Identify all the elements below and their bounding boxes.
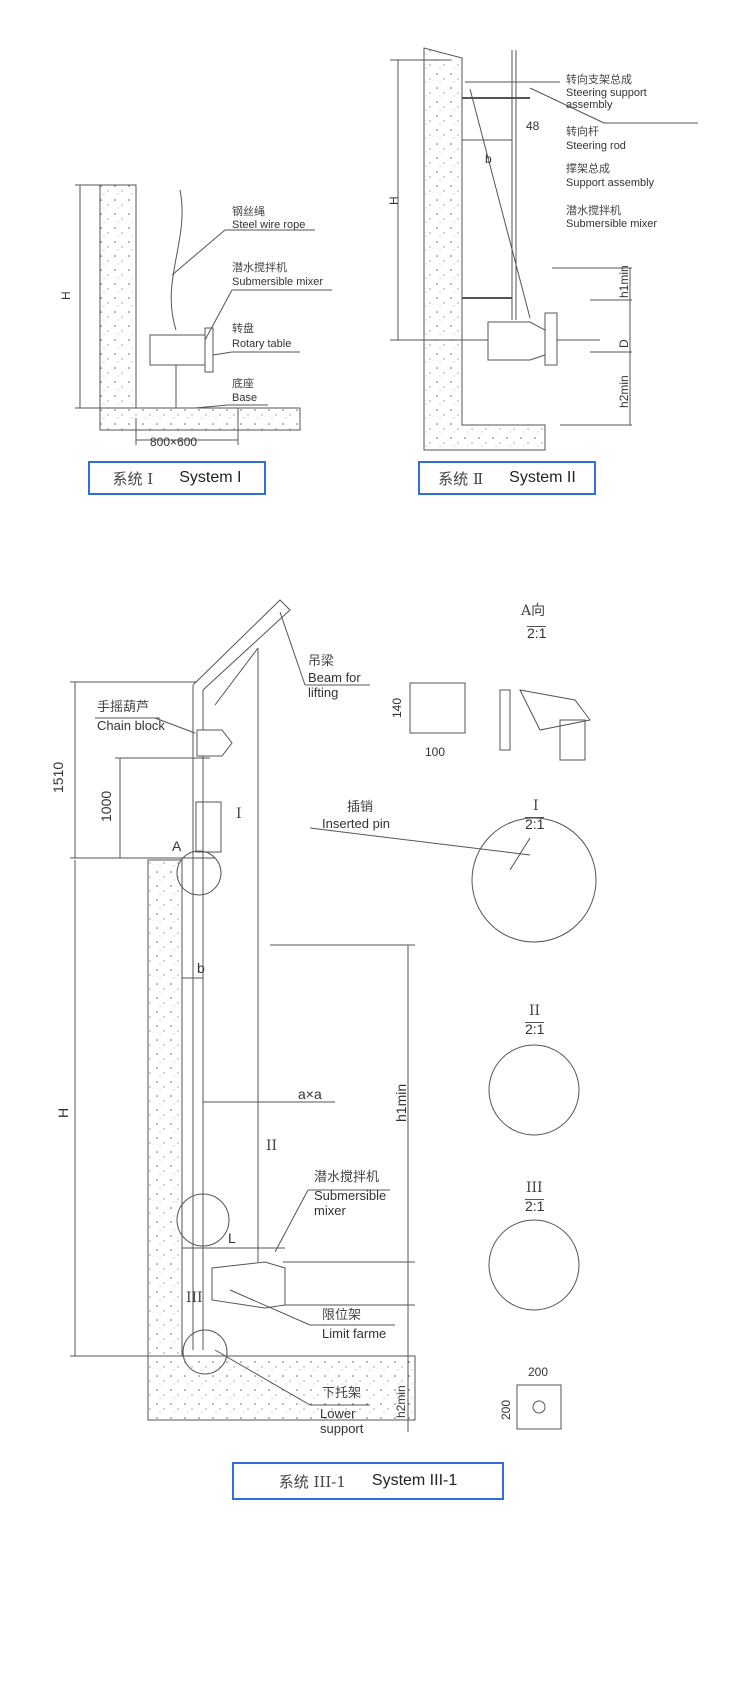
detail-ii-title: II [529, 1003, 541, 1019]
label-rotary-table-cn: 转盘 [232, 322, 254, 335]
marker-ii: II [266, 1138, 278, 1154]
dim-h1min: h1min [617, 265, 631, 298]
dim-h2min: h2min [617, 375, 631, 408]
marker-iii: III [186, 1290, 203, 1306]
label-steering-rod: Steering rod [566, 140, 626, 152]
detail-a-scale: 2:1 [527, 625, 547, 641]
label-beam-2: lifting [308, 685, 339, 700]
label-lower-support: Lower [320, 1406, 356, 1421]
dim-b: b [485, 152, 492, 166]
label-steering-support: Steering support [566, 87, 647, 99]
dim-axa: a×a [298, 1086, 322, 1102]
label-mixer-cn: 潜水搅拌机 [232, 261, 287, 274]
label-chain-block: Chain block [97, 718, 165, 733]
dim-h: H [387, 196, 401, 205]
label-mixer3: Submersible [314, 1188, 387, 1203]
system1-drawing [75, 184, 332, 445]
label-steel-wire-rope-cn: 钢丝绳 [232, 205, 265, 218]
label-steering-support-2: assembly [566, 99, 613, 111]
caption-system-1: 系统 Ⅰ System I [88, 461, 266, 495]
label-beam: Beam for [308, 670, 361, 685]
dim-d: D [617, 339, 631, 348]
detail-dim-200-w: 200 [528, 1365, 549, 1379]
dim-h: H [59, 291, 73, 300]
detail-a-dim-140: 140 [390, 697, 404, 718]
dim-b: b [197, 960, 205, 976]
caption-en: System I [179, 469, 242, 486]
caption-cn: 系统 Ⅰ [112, 469, 154, 488]
detail-dim-200-h: 200 [499, 1399, 513, 1420]
caption-system-3: 系统 III-1 System III-1 [232, 1462, 504, 1500]
label-support-assembly: Support assembly [566, 177, 655, 189]
dim-1000: 1000 [98, 790, 114, 822]
dim-l: L [228, 1230, 236, 1246]
label-base: Base [232, 392, 258, 404]
label-base-cn: 底座 [232, 377, 254, 390]
label-lower-support-2: support [320, 1421, 364, 1436]
label-chain-block-cn: 手摇葫芦 [97, 700, 150, 715]
caption-en: System II [509, 469, 576, 486]
detail-a-dim-100: 100 [425, 745, 446, 759]
label-mixer3-2: mixer [314, 1203, 346, 1218]
detail-iii-title: III [526, 1180, 543, 1196]
dim-base: 800×600 [150, 435, 198, 449]
label-support-assembly-cn: 撑架总成 [566, 162, 610, 175]
label-beam-cn: 吊梁 [308, 654, 335, 669]
label-mixer2-cn: 潜水搅拌机 [566, 204, 621, 217]
marker-a: A [172, 838, 182, 854]
label-steering-support-cn: 转向支架总成 [566, 73, 632, 86]
caption-cn: 系统 Ⅱ [438, 469, 484, 488]
label-rotary-table: Rotary table [232, 338, 292, 350]
label-lower-support-cn: 下托架 [322, 1386, 362, 1401]
caption-en: System III-1 [371, 1472, 458, 1489]
caption-cn: 系统 III-1 [278, 1472, 346, 1491]
caption-system-2: 系统 Ⅱ System II [418, 461, 596, 495]
detail-iii-scale: 2:1 [525, 1198, 545, 1214]
dim-h2min: h2min [394, 1385, 408, 1418]
detail-i-scale: 2:1 [525, 816, 545, 832]
dim-1510: 1510 [50, 761, 66, 793]
system2-drawing [390, 47, 698, 451]
label-inserted-pin-cn: 插销 [347, 800, 374, 815]
system3-drawing [70, 599, 597, 1432]
label-limit: Limit farme [322, 1326, 387, 1341]
detail-ii-scale: 2:1 [525, 1021, 545, 1037]
marker-i: I [236, 806, 242, 822]
label-mixer2: Submersible mixer [566, 218, 658, 230]
dim-48: 48 [526, 119, 540, 133]
dim-h: H [55, 1107, 71, 1118]
label-limit-cn: 限位架 [322, 1308, 362, 1323]
detail-i-title: I [533, 798, 539, 814]
label-steel-wire-rope: Steel wire rope [232, 219, 306, 231]
label-mixer: Submersible mixer [232, 276, 324, 288]
label-inserted-pin: Inserted pin [322, 816, 390, 831]
label-mixer3-cn: 潜水搅拌机 [314, 1170, 380, 1185]
label-steering-rod-cn: 转向杆 [566, 125, 599, 138]
detail-a-title: A向 [521, 603, 546, 619]
dim-h1min: h1min [393, 1083, 409, 1122]
